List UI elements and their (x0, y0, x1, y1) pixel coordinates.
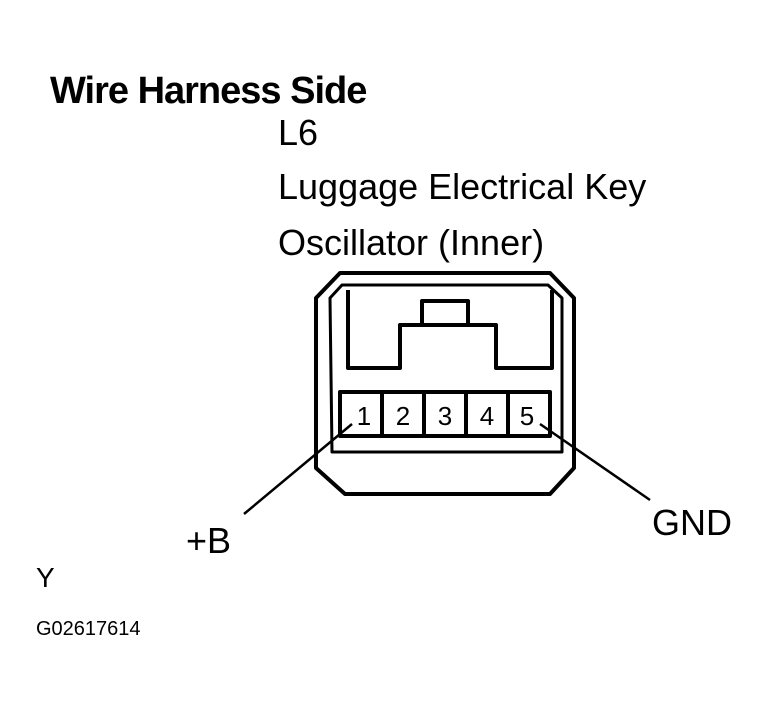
connector-lock-tab (420, 299, 470, 327)
pin-1: 1 (357, 401, 371, 431)
side-letter: Y (36, 562, 55, 593)
wire-label-plus-b: +B (186, 520, 232, 561)
connector-name-line-2: Oscillator (Inner) (278, 222, 545, 263)
pin-4: 4 (480, 401, 494, 431)
connector-code: L6 (278, 112, 319, 153)
leader-line-pin5 (539, 422, 651, 502)
pin-3: 3 (438, 401, 452, 431)
pin-5: 5 (520, 401, 534, 431)
pin-2: 2 (396, 401, 410, 431)
connector-housing (314, 271, 576, 496)
wire-label-gnd: GND (652, 502, 732, 543)
connector-inner-outline (328, 283, 564, 454)
pin-row-frame (338, 390, 552, 438)
figure-code: G02617614 (36, 618, 141, 640)
leader-line-pin1 (243, 423, 353, 515)
connector-name-line-1: Luggage Electrical Key (278, 166, 647, 207)
diagram-title: Wire Harness Side (50, 70, 367, 112)
